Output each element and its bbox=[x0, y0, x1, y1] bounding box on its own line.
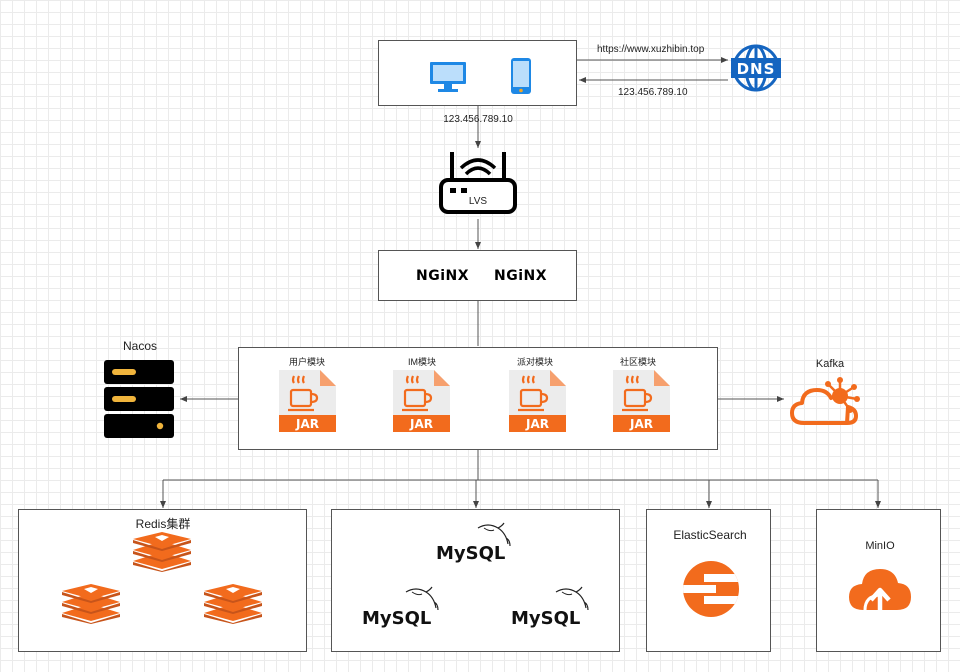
elasticsearch-box: ElasticSearch bbox=[646, 509, 771, 652]
mysql-box: MySQL MySQL MySQL bbox=[331, 509, 620, 652]
client-ip-label: 123.456.789.10 bbox=[443, 114, 513, 125]
client-box bbox=[378, 40, 577, 106]
redis-cluster-box: Redis集群 bbox=[18, 509, 307, 652]
nginx-logo-1: NGiNX bbox=[416, 268, 470, 284]
dns-request-url: https://www.xuzhibin.top bbox=[597, 44, 705, 55]
redis-icon bbox=[133, 532, 191, 572]
jar-text: JAR bbox=[409, 417, 433, 431]
mysql-logo-1: MySQL bbox=[436, 543, 506, 564]
elasticsearch-label: ElasticSearch bbox=[673, 528, 747, 542]
jar-text: JAR bbox=[525, 417, 549, 431]
dns-response-ip: 123.456.789.10 bbox=[618, 87, 688, 98]
redis-icon bbox=[204, 584, 262, 624]
mysql-dolphin-icon bbox=[405, 586, 439, 611]
module-label-user: 用户模块 bbox=[288, 357, 326, 367]
jar-file-icon-community: JAR bbox=[613, 370, 670, 432]
services-box: 用户模块 IM模块 派对模块 社区模块 JAR JAR JAR bbox=[238, 347, 718, 450]
kafka-label: Kafka bbox=[815, 358, 845, 370]
dns-logo-text: DNS bbox=[737, 60, 776, 78]
mysql-dolphin-icon bbox=[555, 586, 589, 611]
jar-text: JAR bbox=[295, 417, 319, 431]
jar-file-icon-im: JAR bbox=[393, 370, 450, 432]
module-label-im: IM模块 bbox=[408, 357, 436, 367]
elasticsearch-icon bbox=[683, 561, 739, 617]
mysql-dolphin-icon bbox=[477, 522, 511, 547]
nacos-label: Nacos bbox=[122, 339, 158, 353]
module-label-party: 派对模块 bbox=[516, 357, 554, 367]
server-icon bbox=[104, 360, 174, 438]
minio-box: MinIO bbox=[816, 509, 941, 652]
minio-label: MinIO bbox=[865, 540, 895, 552]
jar-file-icon-party: JAR bbox=[509, 370, 566, 432]
mysql-logo-2: MySQL bbox=[362, 608, 432, 629]
module-label-community: 社区模块 bbox=[619, 357, 657, 367]
minio-icon bbox=[849, 569, 911, 611]
jar-text: JAR bbox=[629, 417, 653, 431]
lvs-label: LVS bbox=[468, 196, 488, 207]
cloud-hub-icon bbox=[790, 377, 860, 425]
dns-globe-icon: DNS bbox=[731, 44, 781, 92]
mysql-logo-3: MySQL bbox=[511, 608, 581, 629]
nginx-logo-2: NGiNX bbox=[494, 268, 548, 284]
redis-icon bbox=[62, 584, 120, 624]
desktop-monitor-icon bbox=[430, 62, 466, 92]
jar-file-icon-user: JAR bbox=[279, 370, 336, 432]
mobile-phone-icon bbox=[511, 58, 531, 94]
nginx-box: NGiNX NGiNX bbox=[378, 250, 577, 301]
router-icon bbox=[439, 152, 517, 214]
redis-label: Redis集群 bbox=[135, 517, 191, 531]
